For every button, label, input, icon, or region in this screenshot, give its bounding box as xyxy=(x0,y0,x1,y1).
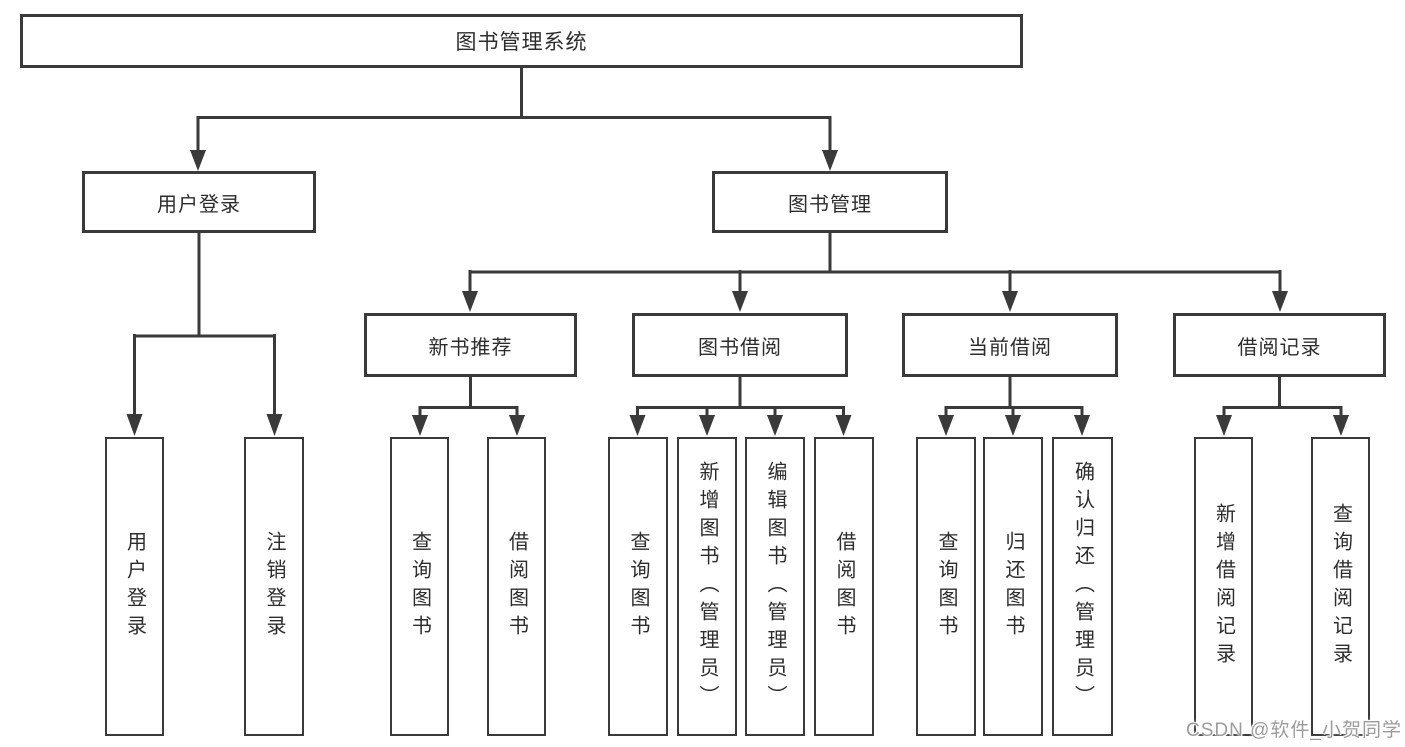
leaf-add-borrow-record: 新增借阅记录 xyxy=(1194,437,1253,736)
leaf-borrow-books: 借阅图书 xyxy=(814,437,874,736)
leaf-logout: 注销登录 xyxy=(244,437,304,736)
node-book-borrow-label: 图书借阅 xyxy=(698,336,782,359)
leaf-query-borrow-record-label: 查询借阅记录 xyxy=(1329,502,1352,671)
leaf-user-login-label: 用户登录 xyxy=(123,530,146,643)
node-new-book-recommend-label: 新书推荐 xyxy=(428,336,513,359)
leaf-borrow-books-recommend: 借阅图书 xyxy=(487,437,546,736)
leaf-borrow-books-recommend-label: 借阅图书 xyxy=(505,530,528,643)
leaf-query-borrow-record: 查询借阅记录 xyxy=(1311,437,1370,736)
leaf-add-book-admin: 新增图书（管理员） xyxy=(677,437,737,736)
node-borrow-records-label: 借阅记录 xyxy=(1237,336,1322,359)
node-current-borrow: 当前借阅 xyxy=(902,313,1118,377)
node-book-management-label: 图书管理 xyxy=(788,193,872,216)
leaf-query-books-recommend: 查询图书 xyxy=(390,437,449,736)
node-root-label: 图书管理系统 xyxy=(455,31,588,54)
leaf-logout-label: 注销登录 xyxy=(263,530,285,643)
leaf-add-borrow-record-label: 新增借阅记录 xyxy=(1212,502,1235,671)
node-new-book-recommend: 新书推荐 xyxy=(364,313,577,377)
leaf-return-book-label: 归还图书 xyxy=(1002,530,1024,643)
leaf-edit-book-admin-label: 编辑图书（管理员） xyxy=(764,460,786,713)
node-current-borrow-label: 当前借阅 xyxy=(968,336,1052,359)
watermark: CSDN @软件_小贺同学 xyxy=(1186,720,1402,741)
leaf-query-books-borrow: 查询图书 xyxy=(608,437,668,736)
leaf-user-login: 用户登录 xyxy=(105,437,164,736)
leaf-query-books-recommend-label: 查询图书 xyxy=(408,530,431,643)
leaf-borrow-books-label: 借阅图书 xyxy=(833,530,855,643)
node-book-management: 图书管理 xyxy=(712,171,948,233)
node-user-login-label: 用户登录 xyxy=(157,193,241,216)
leaf-query-books-borrow-label: 查询图书 xyxy=(627,530,649,643)
leaf-add-book-admin-label: 新增图书（管理员） xyxy=(696,460,718,713)
leaf-edit-book-admin: 编辑图书（管理员） xyxy=(745,437,805,736)
leaf-query-books-current: 查询图书 xyxy=(916,437,976,736)
node-root: 图书管理系统 xyxy=(20,14,1023,68)
leaf-return-book: 归还图书 xyxy=(983,437,1043,736)
node-user-login: 用户登录 xyxy=(82,171,316,233)
leaf-confirm-return-admin: 确认归还（管理员） xyxy=(1052,437,1113,736)
leaf-confirm-return-admin-label: 确认归还（管理员） xyxy=(1071,460,1094,713)
leaf-query-books-current-label: 查询图书 xyxy=(935,530,957,643)
node-book-borrow: 图书借阅 xyxy=(632,313,848,377)
node-borrow-records: 借阅记录 xyxy=(1173,313,1386,377)
